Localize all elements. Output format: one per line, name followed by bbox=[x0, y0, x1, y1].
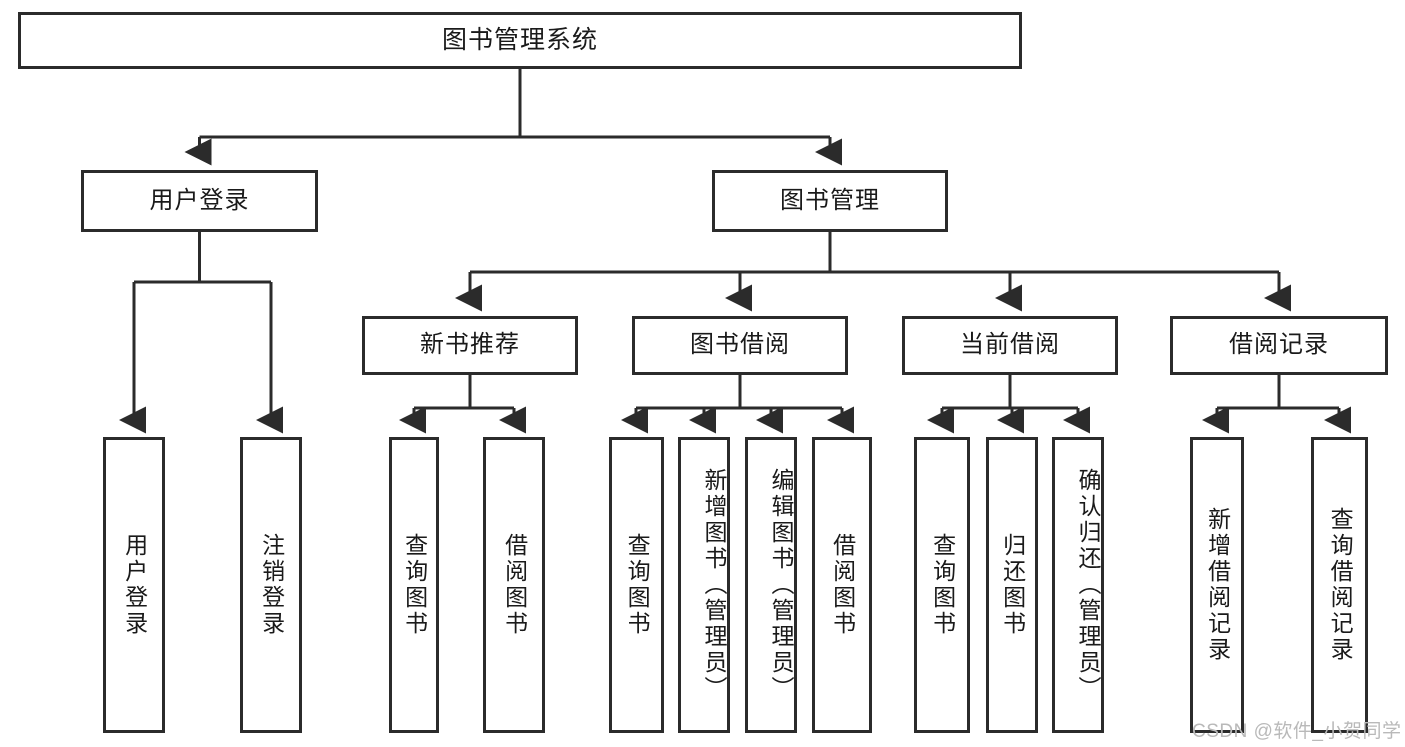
node-label: 图书管理系统 bbox=[441, 25, 598, 54]
node-leaf-borrow-book-rec[interactable]: 借阅图书 bbox=[483, 437, 545, 733]
node-label: 新增借阅记录 bbox=[1204, 507, 1231, 663]
node-leaf-add-book-admin[interactable]: 新增图书（管理员） bbox=[678, 437, 730, 733]
node-label: 确认归还（管理员） bbox=[1075, 468, 1101, 702]
node-label: 当前借阅 bbox=[960, 331, 1060, 359]
node-label: 查询图书 bbox=[624, 533, 651, 637]
node-label: 用户登录 bbox=[149, 186, 250, 214]
node-label: 查询图书 bbox=[401, 533, 428, 637]
node-leaf-query-book-rec[interactable]: 查询图书 bbox=[389, 437, 439, 733]
node-label: 查询图书 bbox=[929, 533, 956, 637]
node-leaf-user-login[interactable]: 用户登录 bbox=[103, 437, 165, 733]
node-label: 借阅图书 bbox=[829, 533, 856, 637]
node-label: 新增图书（管理员） bbox=[701, 468, 727, 702]
node-book-borrow[interactable]: 图书借阅 bbox=[632, 316, 848, 375]
node-new-book-rec[interactable]: 新书推荐 bbox=[362, 316, 578, 375]
node-label: 图书管理 bbox=[780, 186, 880, 214]
node-book-manage[interactable]: 图书管理 bbox=[712, 170, 948, 232]
node-label: 查询借阅记录 bbox=[1327, 507, 1354, 663]
node-label: 注销登录 bbox=[258, 533, 285, 637]
node-borrow-record[interactable]: 借阅记录 bbox=[1170, 316, 1388, 375]
node-label: 图书借阅 bbox=[690, 331, 790, 359]
node-leaf-confirm-return-admin[interactable]: 确认归还（管理员） bbox=[1052, 437, 1104, 733]
node-current-borrow[interactable]: 当前借阅 bbox=[902, 316, 1118, 375]
node-leaf-query-borrow-record[interactable]: 查询借阅记录 bbox=[1311, 437, 1368, 733]
node-leaf-return-book[interactable]: 归还图书 bbox=[986, 437, 1038, 733]
node-leaf-query-book-borrow[interactable]: 查询图书 bbox=[609, 437, 664, 733]
node-label: 新书推荐 bbox=[420, 331, 520, 359]
node-label: 借阅图书 bbox=[501, 533, 528, 637]
node-user-login[interactable]: 用户登录 bbox=[81, 170, 318, 232]
node-root-system[interactable]: 图书管理系统 bbox=[18, 12, 1022, 69]
node-label: 归还图书 bbox=[999, 533, 1026, 637]
node-label: 用户登录 bbox=[121, 533, 148, 637]
node-leaf-add-borrow-record[interactable]: 新增借阅记录 bbox=[1190, 437, 1244, 733]
node-leaf-query-book-current[interactable]: 查询图书 bbox=[914, 437, 970, 733]
node-leaf-edit-book-admin[interactable]: 编辑图书（管理员） bbox=[745, 437, 797, 733]
node-leaf-user-logout[interactable]: 注销登录 bbox=[240, 437, 302, 733]
node-label: 借阅记录 bbox=[1229, 331, 1329, 359]
csdn-watermark: CSDN @软件_小贺同学 bbox=[1192, 721, 1402, 742]
node-leaf-borrow-book[interactable]: 借阅图书 bbox=[812, 437, 872, 733]
node-label: 编辑图书（管理员） bbox=[768, 468, 794, 702]
